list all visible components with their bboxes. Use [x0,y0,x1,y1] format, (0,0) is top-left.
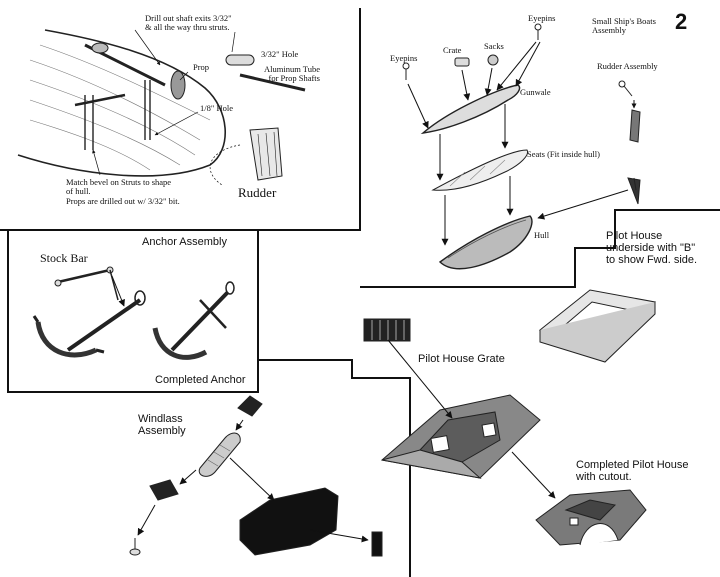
pilot-house-grate-part [363,318,411,342]
boat-rudder-assembly-part [618,80,641,143]
windlass-drawing [129,395,383,557]
hole-tube-piece [225,54,255,66]
boats-assembly-title: Small Ship's Boats Assembly [592,16,656,36]
completed-anchor-part [152,281,235,360]
prop-strut [144,80,151,140]
stock-bar-label: Stock Bar [40,251,88,265]
seats-label: Seats (Fit inside hull) [527,149,600,159]
ship-boats-drawing [402,23,641,270]
stock-bar-part [54,266,119,301]
pilot-house-underside-label: Pilot House underside with "B" to show F… [606,230,698,267]
rudder-assembly-label: Rudder Assembly [597,61,658,71]
divider-boats-panel [360,209,720,288]
hull-stern-drawing [17,29,226,177]
hull-label: Hull [534,230,550,240]
windlass-base [239,487,339,556]
hole-18-label: 1/8" Hole [200,103,233,113]
boats-arrows [407,41,637,246]
divider-anchor-panel [7,229,259,393]
match-bevel-note: Match bevel on Struts to shape of hull. … [66,177,180,206]
pilot-house-drawing [363,289,657,546]
seats-slats [449,159,506,187]
rudder-label: Rudder [238,185,277,200]
completed-anchor-label: Completed Anchor [155,374,246,386]
hull-stern-outline [17,29,226,177]
pilot-house-roof-part [380,394,541,479]
prop-label: Prop [193,62,210,72]
shaft-end [91,42,109,54]
windlass-arrows [137,419,369,543]
stock-bar-arrow [111,275,125,307]
anchor-drawing [32,266,235,360]
crate-label: Crate [443,45,462,55]
aluminum-tube-rod [239,73,306,92]
prop-leader-lines [92,29,241,186]
windlass-drum [198,432,241,477]
hole-332-label: 3/32" Hole [261,49,299,59]
rudder-part [249,127,283,181]
boat-rudder-loose [627,177,641,205]
gunwale-label: Gunwale [520,87,551,97]
sacks-part [487,54,499,66]
windlass-pin [129,538,141,556]
crate-part [454,57,470,67]
prop-blade [170,70,186,100]
pilot-house-arrows [387,339,556,499]
windlass-drum-bands [207,444,231,467]
divider-prop-panel [0,8,361,231]
gunwale-ring [420,84,521,135]
anchor-assembly-title: Anchor Assembly [142,236,227,248]
sacks-label: Sacks [484,41,504,51]
eyepin-top [534,23,542,31]
page-number: 2 [675,9,688,34]
hull-piece [438,215,533,270]
pilot-house-underside-part [538,289,657,363]
drill-out-note: Drill out shaft exits 3/32" & all the wa… [145,13,232,33]
strut-bar [74,93,126,107]
windlass-bracket-top [237,395,263,417]
anchor-body-part [32,290,146,358]
aluminum-tube-label: Aluminum Tube for Prop Shafts [264,64,320,84]
pilot-house-grate-label: Pilot House Grate [418,353,505,365]
completed-pilot-house-label: Completed Pilot House with cutout. [576,459,689,484]
eyepins-top-label: Eyepins [528,13,556,23]
eyepins-left-label: Eyepins [390,53,418,63]
completed-pilot-house-part [535,489,647,546]
eyepin-left [402,62,410,70]
windlass-assembly-title: Windlass Assembly [138,413,186,438]
aluminum-tube-parts [225,54,306,92]
windlass-handle [371,531,383,557]
hull-interior [447,219,527,259]
windlass-bracket-left [149,479,179,501]
